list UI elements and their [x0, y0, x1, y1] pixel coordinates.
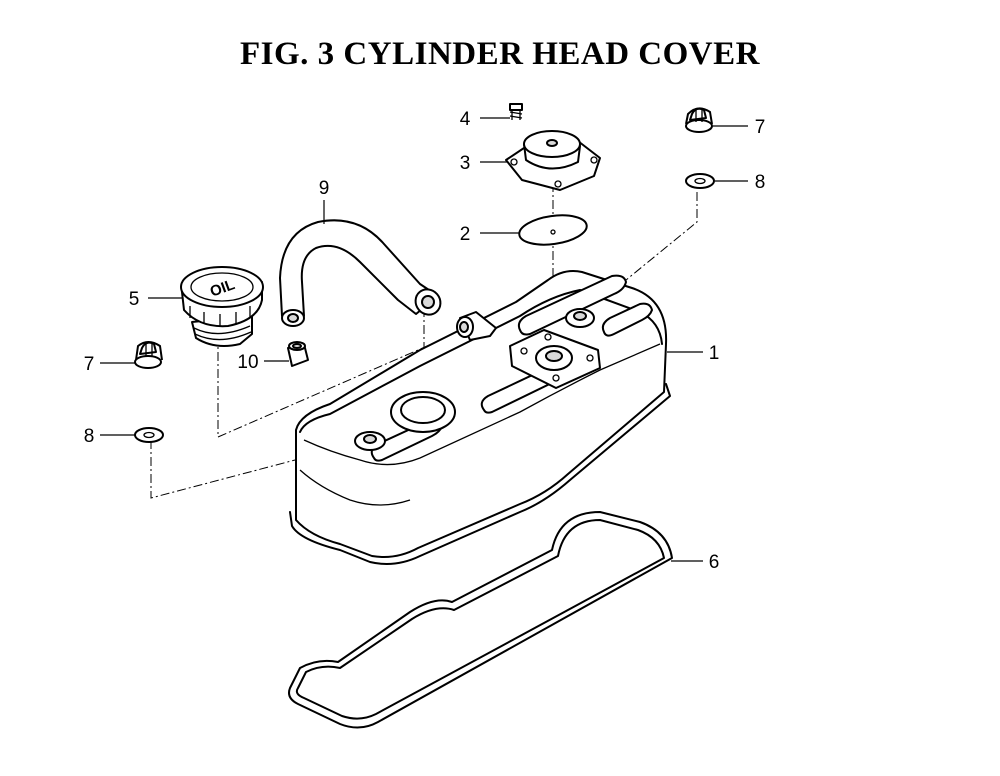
- cap-nut-part-7-right: [685, 107, 713, 133]
- callout-8-left: 8: [84, 426, 95, 447]
- screw-part-4: [509, 103, 523, 120]
- callout-7-right: 7: [755, 117, 766, 138]
- callout-2: 2: [460, 224, 471, 245]
- leader-lines: [100, 117, 748, 562]
- callout-10: 10: [237, 352, 258, 373]
- oil-filler-cap-part-5: OIL: [180, 266, 264, 347]
- callout-9: 9: [319, 178, 330, 199]
- gasket-part-6: [288, 511, 673, 729]
- callout-1: 1: [709, 343, 720, 364]
- figure-title: FIG. 3 CYLINDER HEAD COVER: [240, 36, 760, 72]
- callout-5: 5: [129, 289, 140, 310]
- cylinder-head-cover-part-1: [289, 270, 671, 565]
- callout-8-right: 8: [755, 172, 766, 193]
- breather-cover-part-3: [505, 130, 601, 191]
- callout-3: 3: [460, 153, 471, 174]
- callout-7-left: 7: [84, 354, 95, 375]
- callout-4: 4: [460, 109, 471, 130]
- diaphragm-part-2: [518, 214, 588, 246]
- breather-hose-part-9: [279, 219, 442, 327]
- callout-6: 6: [709, 552, 720, 573]
- cap-nut-part-7-left: [134, 341, 163, 369]
- washer-part-8-right: [685, 173, 715, 189]
- washer-part-8-left: [134, 427, 164, 443]
- clamp-part-10: [287, 341, 309, 367]
- callout-numbers: 4 3 2 7 8 9 5 7 8 10 1 6: [84, 109, 766, 573]
